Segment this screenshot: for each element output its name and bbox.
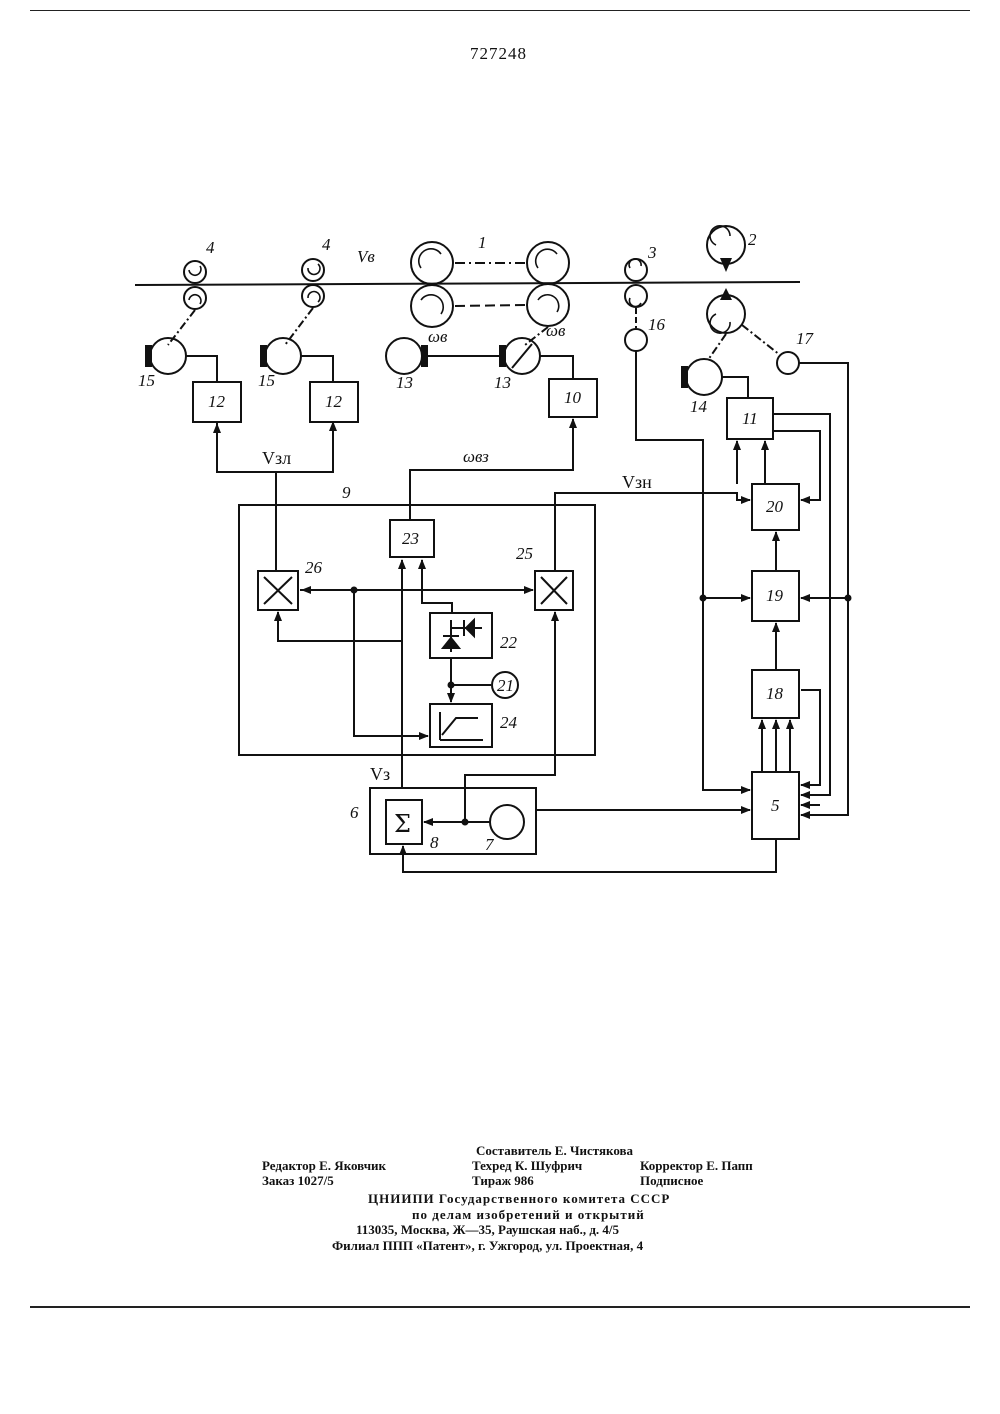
label-omega-a: ωв (428, 327, 448, 346)
roller-4b-top (302, 259, 324, 281)
imprint-corrector: Корректор Е. Папп (640, 1158, 753, 1174)
label-block-23: 23 (402, 529, 419, 548)
label-unit-16: 16 (648, 315, 666, 334)
label-signal-vzn: Vзн (622, 472, 652, 492)
label-frame-6: 6 (350, 803, 359, 822)
block-22 (430, 613, 492, 658)
label-sum-8: 8 (430, 833, 439, 852)
label-block-24: 24 (500, 713, 518, 732)
label-block-12a: 12 (208, 392, 226, 411)
label-block-22: 22 (500, 633, 518, 652)
label-strip-speed: Vв (357, 247, 375, 266)
label-block-5: 5 (771, 796, 780, 815)
roll-1b-bottom (527, 284, 569, 326)
sensor-16 (625, 329, 647, 351)
label-signal-vz: Vз (370, 764, 390, 784)
imprint-compiler: Составитель Е. Чистякова (476, 1143, 633, 1159)
label-motor-13b: 13 (494, 373, 511, 392)
label-unit-4a: 4 (206, 238, 215, 257)
label-block-10: 10 (564, 388, 582, 407)
sum-symbol: Σ (394, 810, 411, 838)
label-unit-17: 17 (796, 329, 815, 348)
separator-top (30, 10, 970, 11)
label-omega-b: ωв (546, 321, 566, 340)
label-node-7: 7 (485, 835, 495, 854)
roll-1a-bottom (411, 285, 453, 327)
strip-line (135, 282, 800, 285)
label-signal-vzl: Vзл (262, 448, 291, 468)
imprint-address1: 113035, Москва, Ж—35, Раушская наб., д. … (356, 1222, 619, 1238)
imprint-techred: Техред К. Шуфрич (472, 1158, 582, 1174)
label-signal-wvz: ωвз (463, 447, 489, 466)
label-motor-15a: 15 (138, 371, 155, 390)
label-motor-14: 14 (690, 397, 708, 416)
roller-4a-top (184, 261, 206, 283)
imprint-order: Заказ 1027/5 (262, 1173, 334, 1189)
imprint-address2: Филиал ППП «Патент», г. Ужгород, ул. Про… (332, 1238, 643, 1254)
label-block-18: 18 (766, 684, 784, 703)
motor-13a (386, 338, 422, 374)
label-motor-15b: 15 (258, 371, 275, 390)
imprint-org2: по делам изобретений и открытий (412, 1207, 645, 1223)
motor-14 (686, 359, 722, 395)
label-unit-1: 1 (478, 233, 487, 252)
separator-bottom (30, 1306, 970, 1308)
label-unit-2: 2 (748, 230, 757, 249)
motor-15a (150, 338, 186, 374)
roller-3-bottom (625, 285, 647, 307)
roller-4a-bottom (184, 287, 206, 309)
motor-15b (265, 338, 301, 374)
label-block-11: 11 (742, 409, 758, 428)
label-unit-4b: 4 (322, 235, 331, 254)
roller-3-top (625, 259, 647, 281)
label-unit-3: 3 (647, 243, 657, 262)
roll-1b-top (527, 242, 569, 284)
label-node-21: 21 (497, 676, 514, 695)
label-motor-13a: 13 (396, 373, 413, 392)
label-mult-25: 25 (516, 544, 533, 563)
label-frame-9: 9 (342, 483, 351, 502)
shear-2-bottom (707, 295, 745, 333)
imprint-circulation: Тираж 986 (472, 1173, 534, 1189)
roller-4b-bottom (302, 285, 324, 307)
label-block-12b: 12 (325, 392, 343, 411)
label-block-20: 20 (766, 497, 784, 516)
label-block-19: 19 (766, 586, 784, 605)
node-7 (490, 805, 524, 839)
imprint-org1: ЦНИИПИ Государственного комитета СССР (368, 1191, 670, 1207)
imprint-editor: Редактор Е. Яковчик (262, 1158, 386, 1174)
label-mult-26: 26 (305, 558, 323, 577)
imprint-subscription: Подписное (640, 1173, 703, 1189)
sensor-17 (777, 352, 799, 374)
